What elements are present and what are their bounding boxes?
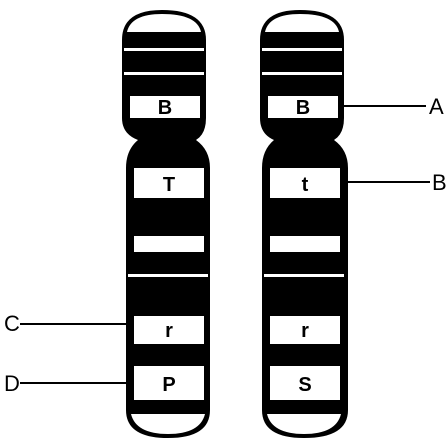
- right-band-stripe: [264, 274, 344, 277]
- right-locus-label: S: [298, 374, 311, 396]
- right-band-stripe: [262, 48, 342, 51]
- left-band-B: [130, 96, 200, 118]
- callout-label-C: C: [4, 311, 20, 336]
- right-chromosome: B t r S: [260, 10, 348, 438]
- left-band-stripe: [124, 48, 204, 51]
- right-band-plain: [270, 236, 340, 252]
- callout-label-B: B: [432, 170, 447, 195]
- left-chromosome-top-cap: [127, 14, 201, 32]
- left-locus-label: B: [158, 97, 172, 119]
- right-chromosome-top-cap: [265, 14, 339, 32]
- left-locus-label: T: [163, 174, 175, 196]
- left-chromosome-bottom-cap: [131, 414, 205, 434]
- callout-label-D: D: [4, 371, 20, 396]
- right-band-r: [270, 316, 340, 344]
- right-locus-label: r: [301, 320, 309, 342]
- right-locus-label: B: [296, 97, 310, 119]
- right-band-t: [270, 168, 340, 198]
- left-locus-label: r: [165, 320, 173, 342]
- left-band-P: [134, 366, 204, 400]
- right-chromosome-bottom-cap: [267, 414, 341, 434]
- left-band-stripe: [128, 274, 208, 277]
- left-band-stripe: [124, 72, 204, 75]
- left-band-r: [134, 316, 204, 344]
- left-chromosome: B T r P: [122, 10, 210, 438]
- right-band-B: [268, 96, 338, 118]
- left-band-plain: [134, 236, 204, 252]
- left-band-T: [134, 168, 204, 198]
- callout-label-A: A: [429, 94, 444, 119]
- left-locus-label: P: [162, 374, 175, 396]
- right-band-S: [270, 366, 340, 400]
- callouts: A B C D: [4, 94, 447, 396]
- right-locus-label: t: [302, 174, 309, 196]
- right-band-stripe: [262, 72, 342, 75]
